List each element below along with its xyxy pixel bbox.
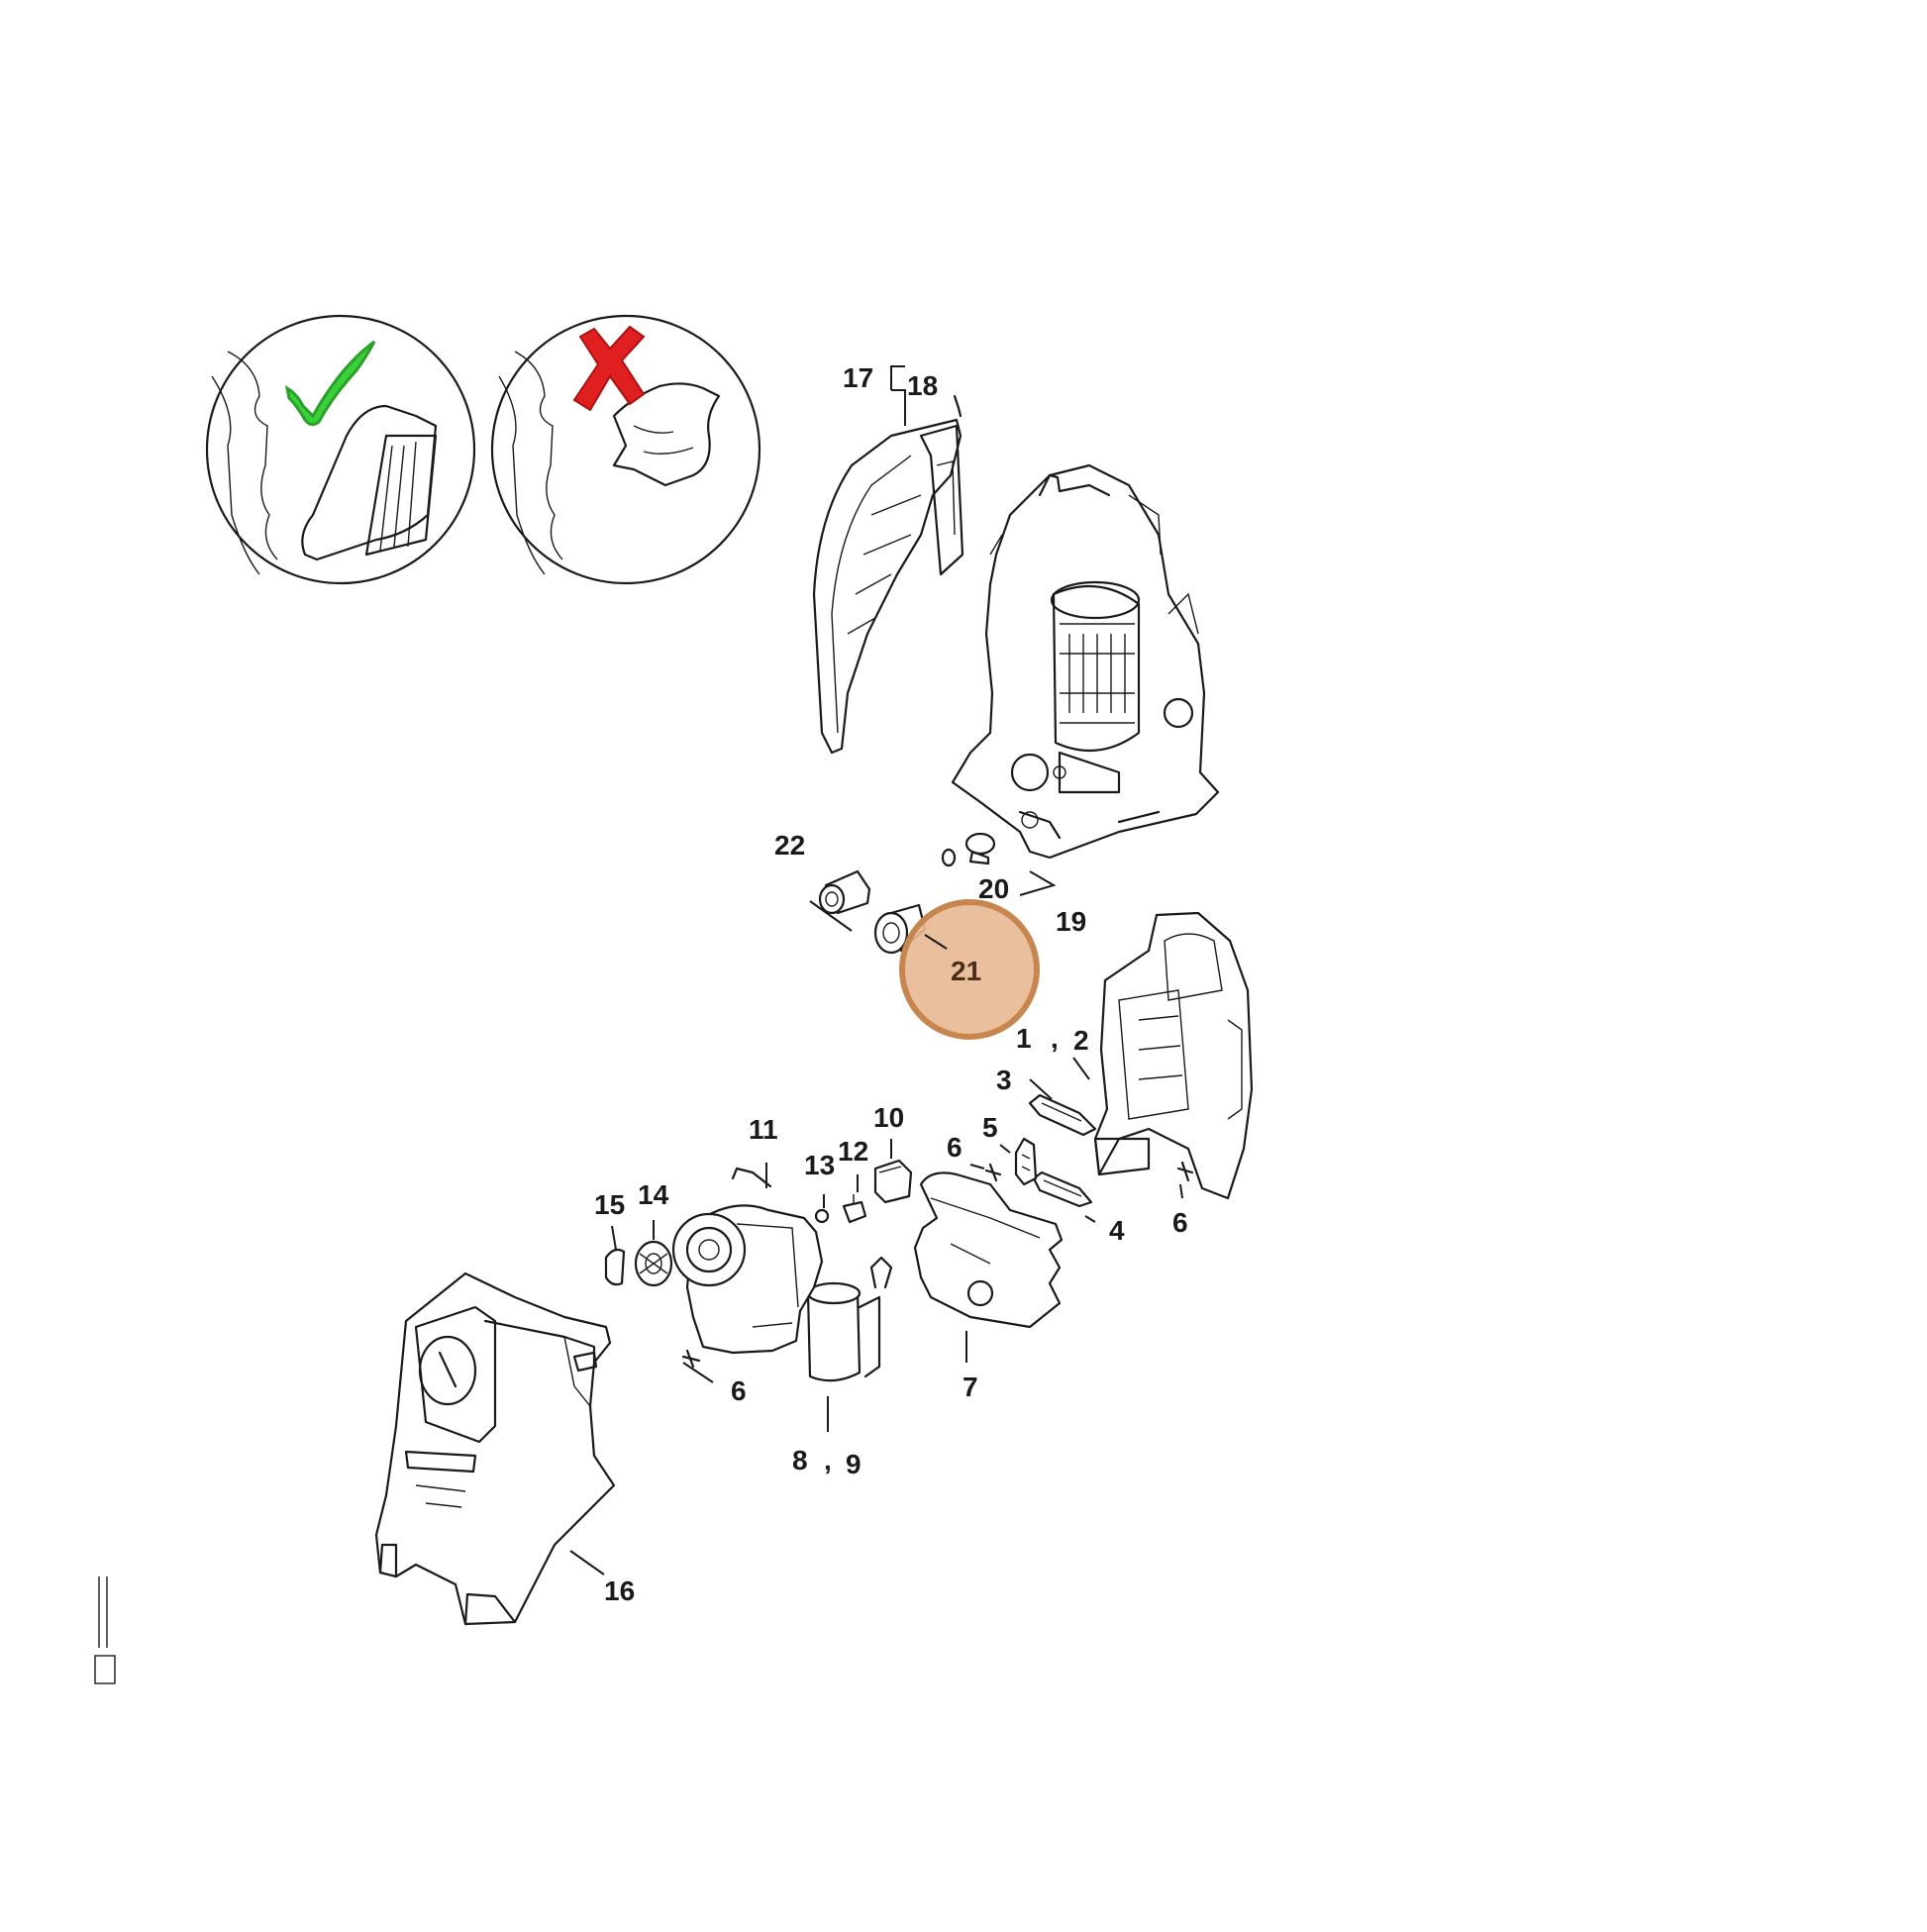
part-13-washer <box>814 1208 830 1224</box>
part-6-screw-b <box>1176 1161 1194 1182</box>
separator-8-9: , <box>824 1445 832 1475</box>
part-6-screw-a <box>984 1163 1002 1182</box>
label-20[interactable]: 20 <box>978 873 1009 904</box>
part-6-screw-c <box>681 1349 701 1369</box>
label-22[interactable]: 22 <box>774 830 805 861</box>
label-18[interactable]: 18 <box>907 370 938 401</box>
inset-wrong <box>490 314 761 585</box>
label-3[interactable]: 3 <box>996 1065 1012 1095</box>
drawing-code-mark <box>94 1576 116 1684</box>
part-5-clip <box>1014 1137 1038 1186</box>
separator-1-2: , <box>1051 1023 1059 1054</box>
label-4[interactable]: 4 <box>1109 1215 1125 1246</box>
label-19[interactable]: 19 <box>1056 906 1086 937</box>
part-8-9-capacitor <box>806 1256 893 1382</box>
part-20-oring <box>941 848 957 867</box>
label-1[interactable]: 1 <box>1016 1023 1032 1054</box>
check-mark-icon <box>284 340 376 427</box>
motor-housing-assembly <box>951 463 1220 860</box>
part-17-cover <box>812 418 964 755</box>
part-14-impeller <box>634 1240 673 1287</box>
label-21[interactable]: 21 <box>951 956 981 986</box>
part-19-fitting <box>964 832 996 865</box>
part-3-brush <box>1028 1093 1097 1137</box>
inset-correct <box>205 314 476 585</box>
label-2[interactable]: 2 <box>1073 1025 1089 1056</box>
part-15-clamp <box>604 1248 626 1286</box>
label-6-a[interactable]: 6 <box>947 1132 963 1163</box>
label-6-c[interactable]: 6 <box>731 1375 747 1406</box>
label-13[interactable]: 13 <box>804 1150 835 1180</box>
label-9[interactable]: 9 <box>846 1449 862 1479</box>
part-4-brush <box>1032 1170 1093 1208</box>
label-8[interactable]: 8 <box>792 1445 808 1475</box>
label-11[interactable]: 11 <box>749 1114 778 1145</box>
label-14[interactable]: 14 <box>638 1179 669 1210</box>
label-17[interactable]: 17 <box>843 362 873 393</box>
label-16[interactable]: 16 <box>604 1576 635 1606</box>
part-number-labels: 17 18 22 20 19 21 1 , 2 3 4 5 6 6 6 7 8 … <box>594 362 1188 1606</box>
label-7[interactable]: 7 <box>963 1372 978 1402</box>
label-15[interactable]: 15 <box>594 1189 625 1220</box>
part-21-coupling <box>873 903 927 955</box>
part-16-front-cover <box>374 1271 616 1626</box>
label-6-b[interactable]: 6 <box>1172 1207 1188 1238</box>
part-10-switch <box>873 1159 913 1204</box>
part-22-connector <box>818 869 871 915</box>
part-11-pump-housing <box>671 1167 824 1355</box>
highlight-part-21[interactable] <box>899 899 1040 1040</box>
part-12-terminal <box>842 1194 867 1224</box>
part-1-2-switch-housing <box>1093 911 1254 1200</box>
part-18-screw <box>953 394 963 418</box>
cross-mark-icon <box>572 325 646 412</box>
label-5[interactable]: 5 <box>982 1112 998 1143</box>
part-7-bracket <box>913 1171 1064 1329</box>
leader-lines <box>569 365 1183 1576</box>
label-10[interactable]: 10 <box>873 1102 904 1133</box>
label-12[interactable]: 12 <box>838 1136 868 1167</box>
